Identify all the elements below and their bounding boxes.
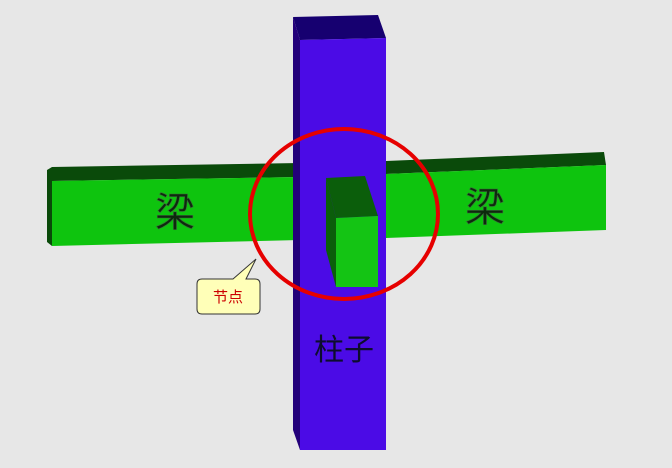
beam-right-front-face [386,165,606,238]
joint-callout-label: 节点 [213,288,243,306]
column-side-face [293,17,300,450]
joint-callout: 节点 [196,258,261,315]
beam-right [386,152,606,238]
joint-cube-side-face [326,178,336,287]
beam-right-top-face [386,152,606,174]
beam-right-label: 梁 [465,185,505,231]
column-top-face [293,15,386,40]
beam-left-end-face [47,167,52,246]
beam-left-top-face [52,163,300,181]
joint-callout-bubble [196,258,261,315]
joint-cube-front-face [336,216,378,287]
column-label: 柱子 [314,333,374,368]
beam-left-label: 梁 [155,190,195,236]
joint-cube-top-face [326,176,378,218]
joint-cube [326,176,378,287]
joint-highlight-circle [248,127,440,301]
beam-left-front-face [52,177,300,246]
beam-left [47,163,300,246]
